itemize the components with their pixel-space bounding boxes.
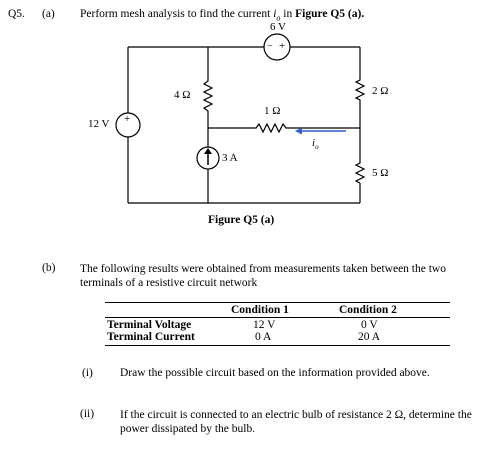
cell-current-c1: 0 A [255, 331, 272, 343]
label-6v-plus: + [279, 40, 286, 52]
label-5-ohm: 5 Ω [372, 167, 389, 179]
sub-ii-label: (ii) [80, 408, 95, 420]
row-label-voltage: Terminal Voltage [107, 319, 192, 331]
question-number: Q5. [8, 8, 25, 20]
resistor-1-ohm [254, 122, 289, 134]
part-a-prompt-text: Perform mesh analysis to find the curren… [80, 8, 271, 20]
cell-current-c2: 20 A [358, 331, 381, 343]
part-b-label: (b) [42, 262, 56, 274]
voltage-source-12v [115, 112, 141, 138]
part-a-prompt: Perform mesh analysis to find the curren… [80, 8, 365, 23]
part-a-prompt-mid: in [283, 8, 293, 20]
circuit-diagram [115, 33, 366, 204]
part-a-figure-ref: Figure Q5 (a). [295, 8, 365, 20]
table-header-condition-1: Condition 1 [231, 304, 289, 316]
part-a-label: (a) [42, 8, 55, 20]
current-source-3a [196, 146, 220, 170]
part-a-current-var: i [273, 8, 277, 20]
label-io: io [312, 137, 319, 152]
voltage-source-6v [263, 33, 291, 61]
sub-i-label: (i) [82, 367, 93, 379]
sub-i-text: Draw the possible circuit based on the i… [120, 367, 430, 379]
label-4-ohm: 4 Ω [174, 89, 191, 101]
table-header-condition-2: Condition 2 [339, 304, 397, 316]
resistor-2-ohm [354, 78, 366, 102]
table-row: Terminal Voltage 12 V 0 V [105, 318, 450, 331]
resistor-4-ohm [202, 79, 214, 113]
label-12v: 12 V [88, 118, 110, 130]
label-6v: 6 V [270, 21, 286, 33]
label-12v-plus: + [124, 113, 131, 125]
row-label-current: Terminal Current [107, 331, 195, 343]
label-6v-minus: − [267, 41, 273, 52]
resistor-5-ohm [354, 161, 366, 184]
cell-voltage-c2: 0 V [361, 319, 378, 331]
label-1-ohm: 1 Ω [264, 105, 281, 117]
cell-voltage-c1: 12 V [253, 319, 276, 331]
current-arrow-io [295, 127, 346, 135]
label-3a: 3 A [222, 152, 238, 164]
part-b-prompt: The following results were obtained from… [80, 263, 446, 290]
figure-caption: Figure Q5 (a) [208, 214, 275, 226]
part-a-current-sub: o [276, 13, 281, 23]
label-2-ohm: 2 Ω [372, 85, 389, 97]
conditions-table: Condition 1 Condition 2 Terminal Voltage… [105, 302, 450, 346]
sub-ii-text: If the circuit is connected to an electr… [120, 409, 472, 436]
table-row: Terminal Current 0 A 20 A [105, 331, 450, 345]
